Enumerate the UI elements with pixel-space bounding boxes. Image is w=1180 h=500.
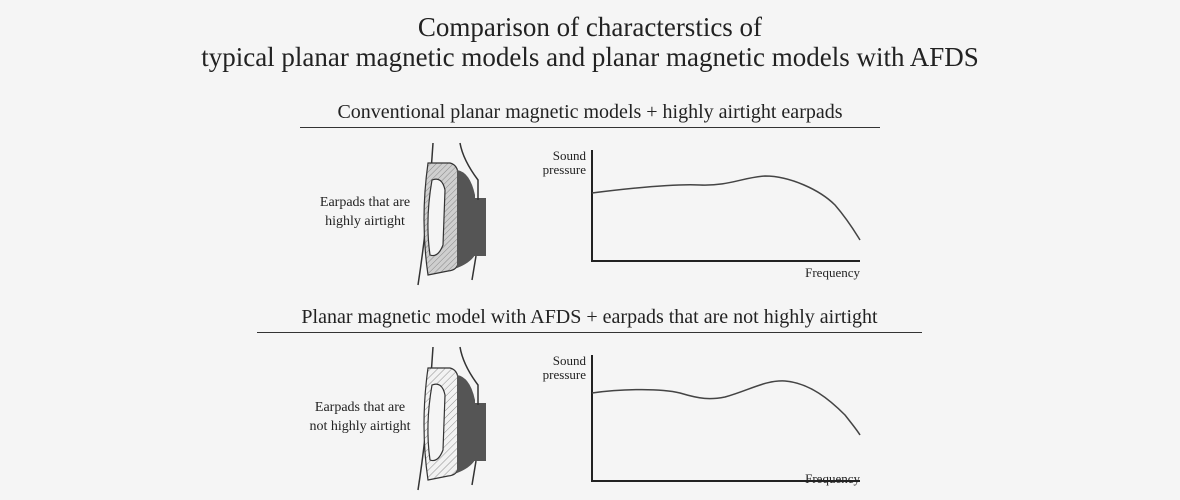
driver [457, 375, 475, 473]
ear-icon [427, 178, 446, 257]
earpad-label-1: Earpads that are highly airtight [295, 193, 435, 231]
section-heading-2: Planar magnetic model with AFDS + earpad… [257, 306, 922, 333]
earpad-label-2: Earpads that are not highly airtight [285, 398, 435, 436]
y-label-line: pressure [542, 162, 586, 177]
headphone-illustration-not-airtight [417, 346, 486, 491]
housing-block [474, 198, 486, 256]
title-line-1: Comparison of characterstics of [417, 12, 763, 42]
title-line-2: typical planar magnetic models and plana… [201, 42, 979, 72]
y-label-line: pressure [542, 367, 586, 382]
response-curve [591, 175, 861, 241]
y-label-line: Sound [552, 148, 586, 163]
ear-icon [427, 383, 446, 462]
chart-2 [591, 355, 861, 482]
section-heading-1: Conventional planar magnetic models + hi… [300, 101, 880, 128]
headband-outline [459, 142, 479, 281]
headphone-illustration-airtight [417, 142, 486, 286]
housing-block [474, 403, 486, 461]
earpad-label-line: highly airtight [325, 214, 405, 229]
y-axis-label-2: Sound pressure [520, 354, 586, 382]
x-axis-label-2: Frequency [805, 471, 860, 486]
chart-1 [591, 150, 861, 262]
driver [457, 170, 475, 268]
x-axis-label-1: Frequency [805, 265, 860, 280]
earpad-label-line: Earpads that are [314, 400, 406, 415]
response-curve [591, 380, 861, 436]
earpad-label-line: not highly airtight [309, 419, 411, 434]
y-axis-label-1: Sound pressure [520, 149, 586, 177]
y-label-line: Sound [552, 353, 586, 368]
headband-outline [459, 346, 479, 486]
earpad-label-line: Earpads that are [319, 195, 411, 210]
